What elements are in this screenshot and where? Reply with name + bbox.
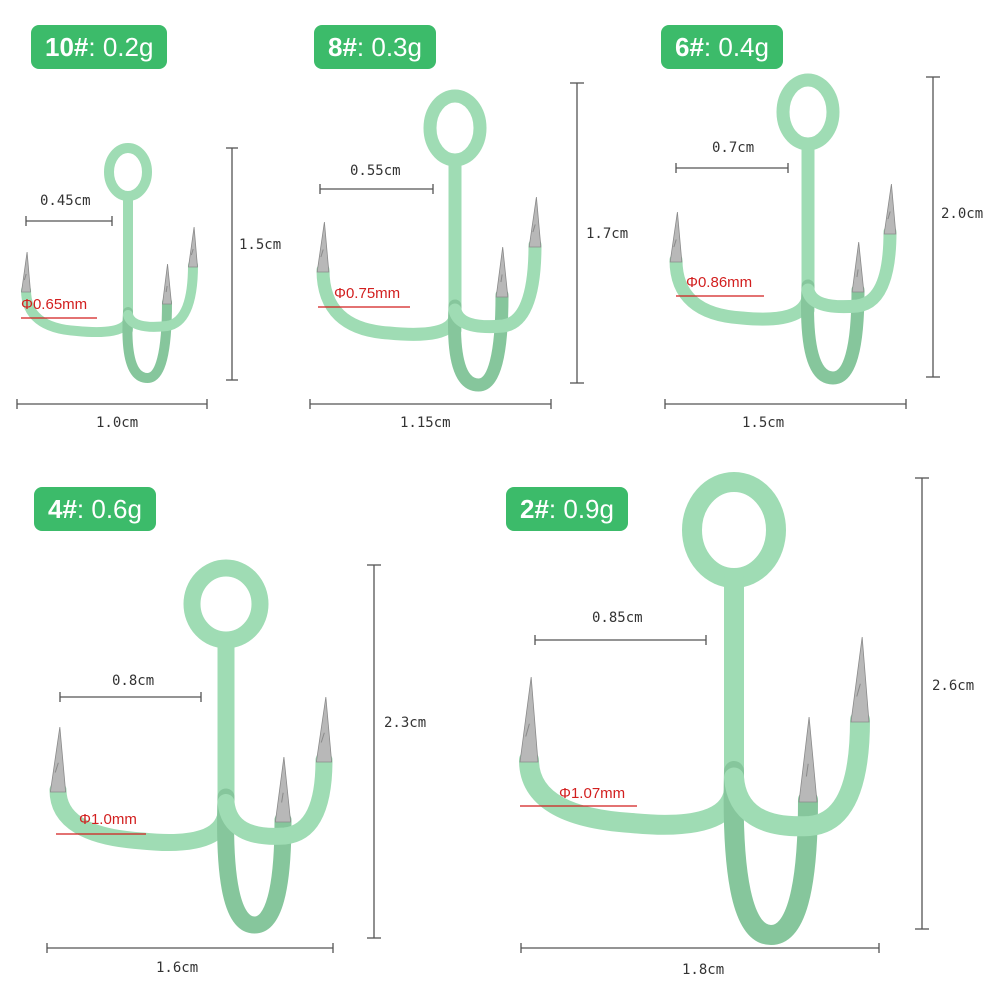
hook-front-bend xyxy=(801,279,865,385)
hook-barb xyxy=(281,792,284,803)
hook-size-badge: 2#: 0.9g xyxy=(506,487,628,531)
gap-dimension-label: 0.7cm xyxy=(712,140,755,156)
hook-point xyxy=(883,183,897,235)
hook-size-badge: 8#: 0.3g xyxy=(314,25,436,69)
hook-barb xyxy=(805,763,809,777)
hook-left-bend xyxy=(519,750,744,835)
hook-right-bend xyxy=(448,238,542,334)
height-dimension-label: 2.0cm xyxy=(941,206,984,222)
hook-point xyxy=(528,196,542,248)
hook-weight-label: : 0.2g xyxy=(88,32,154,62)
hook-eye xyxy=(776,73,840,151)
hook-front-bend xyxy=(122,297,172,384)
hook-barb xyxy=(673,239,677,248)
hook-point xyxy=(49,726,67,793)
hook-size-label: 4# xyxy=(48,494,77,524)
hook-point xyxy=(851,241,865,293)
hook-front-bend xyxy=(217,788,292,934)
hook-weight-label: : 0.9g xyxy=(548,494,614,524)
height-dimension-label: 2.3cm xyxy=(384,715,427,731)
width-dimension-label: 1.15cm xyxy=(400,415,451,431)
hook-left-bend xyxy=(21,285,133,338)
height-dimension-label: 1.5cm xyxy=(239,237,282,253)
gap-dimension-label: 0.8cm xyxy=(112,673,155,689)
hook-point xyxy=(669,211,683,263)
hook-eye xyxy=(423,89,487,167)
hook-point xyxy=(162,263,172,305)
hook-weight-label: : 0.4g xyxy=(703,32,769,62)
hook-left-bend xyxy=(669,253,815,326)
gap-dimension-label: 0.85cm xyxy=(592,610,643,626)
height-dimension-label: 1.7cm xyxy=(586,226,629,242)
hook-barb xyxy=(165,285,168,293)
hook-point xyxy=(21,251,31,293)
hook-front-bend xyxy=(448,288,509,392)
hook-right-bend xyxy=(724,710,870,837)
hook-point xyxy=(495,246,509,298)
hook-point xyxy=(188,226,198,268)
hook-eye xyxy=(183,559,269,649)
hook-size-label: 6# xyxy=(675,32,704,62)
width-dimension-label: 1.5cm xyxy=(742,415,785,431)
hook-point xyxy=(315,696,333,763)
hook-point xyxy=(519,676,539,763)
wire-diameter-label: Φ1.0mm xyxy=(79,811,137,828)
hook-eye xyxy=(104,143,152,201)
height-dimension-label: 2.6cm xyxy=(932,678,975,694)
wire-diameter-label: Φ0.65mm xyxy=(21,296,88,313)
width-dimension-label: 1.8cm xyxy=(682,962,725,978)
wire-diameter-label: Φ1.07mm xyxy=(559,785,626,802)
hook-barb xyxy=(500,274,503,283)
wire-diameter-label: Φ0.75mm xyxy=(334,285,401,302)
hook-right-bend xyxy=(123,260,198,332)
hook-eye xyxy=(682,472,786,588)
hook-size-badge: 10#: 0.2g xyxy=(31,25,168,69)
hook-size-label: 10# xyxy=(45,32,89,62)
gap-dimension-label: 0.45cm xyxy=(40,193,91,209)
hook-point xyxy=(316,221,330,273)
hook-barb xyxy=(856,269,859,278)
width-dimension-label: 1.0cm xyxy=(96,415,139,431)
hook-point xyxy=(850,636,870,723)
hook-barb xyxy=(190,248,194,256)
hook-size-badge: 6#: 0.4g xyxy=(661,25,783,69)
hook-point xyxy=(798,716,818,803)
hook-barb xyxy=(525,723,530,737)
hook-front-bend xyxy=(723,761,818,946)
hook-barb xyxy=(54,762,59,773)
hook-barb xyxy=(23,273,27,281)
hook-barb xyxy=(320,249,324,258)
hook-size-label: 2# xyxy=(520,494,549,524)
width-dimension-label: 1.6cm xyxy=(156,960,199,976)
hook-left-bend xyxy=(316,263,462,341)
hook-right-bend xyxy=(217,751,333,845)
hook-barb xyxy=(856,683,861,697)
hook-size-label: 8# xyxy=(328,32,357,62)
hook-barb xyxy=(532,224,536,233)
hook-weight-label: : 0.3g xyxy=(356,32,422,62)
hook-point xyxy=(274,756,292,823)
hook-barb xyxy=(887,211,891,220)
hook-right-bend xyxy=(801,225,897,314)
gap-dimension-label: 0.55cm xyxy=(350,163,401,179)
hook-weight-label: : 0.6g xyxy=(76,494,142,524)
hook-size-badge: 4#: 0.6g xyxy=(34,487,156,531)
hook-left-bend xyxy=(49,781,235,852)
hook-barb xyxy=(320,732,325,743)
wire-diameter-label: Φ0.86mm xyxy=(686,274,753,291)
